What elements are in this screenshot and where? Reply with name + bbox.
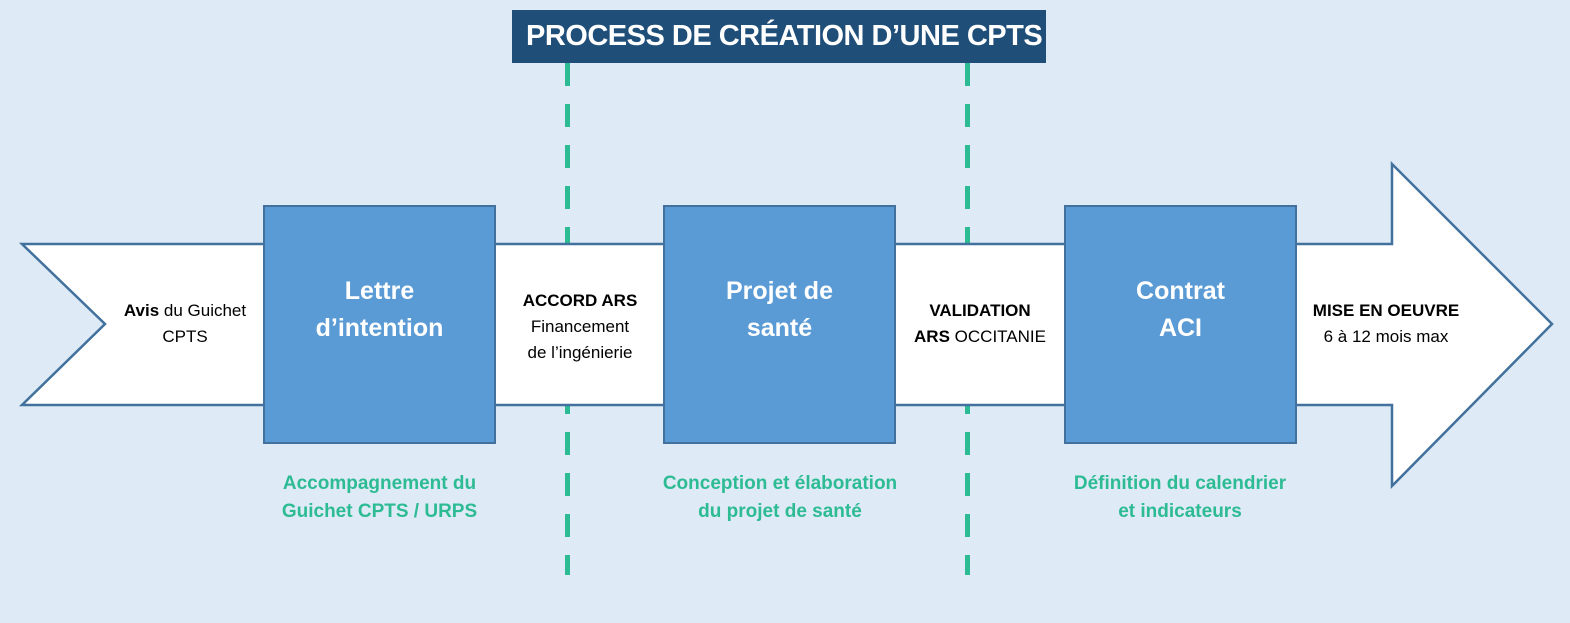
milestone-bold-text: ACCORD ARS — [522, 291, 638, 310]
milestone-mise-en-oeuvre: MISE EN OEUVRE 6 à 12 mois max — [1296, 298, 1476, 350]
milestone-accord-ars: ACCORD ARS Financement de l’ingénierie — [497, 288, 663, 366]
milestone-text-line3: de l’ingénierie — [527, 343, 633, 362]
milestone-avis-guichet: Avis du Guichet CPTS — [105, 298, 265, 350]
step-box-label: Projet de santé — [726, 276, 833, 342]
note-line1: Conception et élaboration — [662, 473, 898, 494]
milestone-bold-text: Avis — [123, 301, 160, 320]
milestone-text-line2: CPTS — [162, 327, 208, 346]
note-conception: Conception et élaboration du projet de s… — [640, 470, 920, 526]
milestone-bold-text: MISE EN OEUVRE — [1312, 301, 1460, 320]
milestone-text-line2: 6 à 12 mois max — [1323, 327, 1449, 346]
milestone-text-line2: OCCITANIE — [949, 327, 1046, 346]
milestone-validation-ars: VALIDATION ARS OCCITANIE — [896, 298, 1064, 350]
step-box-label: Contrat ACI — [1136, 276, 1225, 342]
note-accompagnement: Accompagnement du Guichet CPTS / URPS — [253, 470, 506, 526]
step-box-projet-sante: Projet de santé — [663, 205, 896, 444]
note-line2: et indicateurs — [1118, 501, 1242, 522]
milestone-bold-text: VALIDATION — [929, 301, 1031, 320]
page-title: PROCESS DE CRÉATION D’UNE CPTS — [512, 10, 1046, 63]
milestone-bold-text-line2: ARS — [914, 327, 950, 346]
step-box-lettre-intention: Lettre d’intention — [263, 205, 496, 444]
milestone-text: du Guichet — [159, 301, 247, 320]
note-line2: Guichet CPTS / URPS — [281, 501, 478, 522]
step-box-contrat-aci: Contrat ACI — [1064, 205, 1297, 444]
note-definition: Définition du calendrier et indicateurs — [1050, 470, 1310, 526]
step-box-label: Lettre d’intention — [315, 276, 444, 342]
note-line1: Accompagnement du — [282, 473, 477, 494]
milestone-text-line2: Financement — [530, 317, 630, 336]
note-line1: Définition du calendrier — [1073, 473, 1287, 494]
note-line2: du projet de santé — [698, 501, 862, 522]
